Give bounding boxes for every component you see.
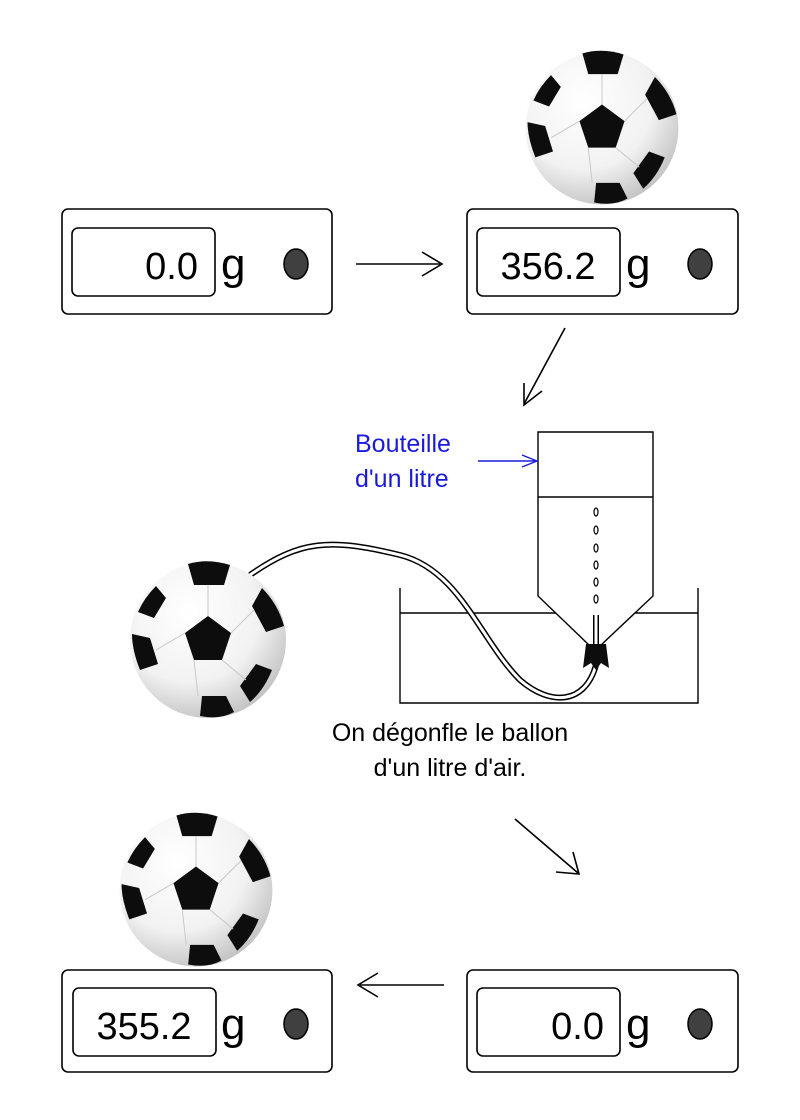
- soccer-ball-icon: [129, 560, 287, 719]
- power-button-icon: [687, 1008, 713, 1040]
- scale-reading: 0.0: [145, 246, 198, 288]
- air-bubbles: [593, 507, 599, 604]
- scale-unit: g: [626, 240, 650, 289]
- power-button-icon: [283, 248, 309, 280]
- scale-empty-top: 0.0 g: [61, 208, 333, 315]
- svg-text:Bouteille: Bouteille: [355, 430, 451, 458]
- soccer-ball-icon: [525, 50, 679, 205]
- scale-unit: g: [626, 1000, 650, 1049]
- arrow-left-icon: [356, 972, 444, 998]
- soccer-ball-icon: [119, 812, 273, 967]
- scale-unit: g: [221, 1000, 245, 1049]
- scale-deflated-ball: 355.2 g: [61, 969, 333, 1073]
- arrow-right-icon: [356, 251, 444, 277]
- tube: [248, 541, 599, 701]
- bottle: [537, 431, 654, 646]
- svg-text:On dégonfle le ballon: On dégonfle le ballon: [332, 719, 568, 747]
- scale-unit: g: [221, 240, 245, 289]
- scale-reading: 0.0: [551, 1006, 604, 1048]
- svg-text:d'un litre: d'un litre: [355, 465, 449, 493]
- scale-empty-bottom: 0.0 g: [466, 969, 739, 1073]
- scale-reading: 356.2: [500, 246, 595, 288]
- scale-with-ball: 356.2 g: [466, 208, 739, 315]
- arrow-down-right-icon: [514, 818, 581, 875]
- scale-reading: 355.2: [96, 1006, 191, 1048]
- caption: On dégonfle le ballon d'un litre d'air.: [332, 719, 568, 782]
- power-button-icon: [687, 248, 713, 280]
- bottle-label: Bouteille d'un litre: [355, 430, 539, 493]
- svg-text:d'un litre d'air.: d'un litre d'air.: [374, 754, 527, 782]
- power-button-icon: [283, 1008, 309, 1040]
- arrow-down-left-icon: [523, 327, 566, 407]
- stopper: [583, 644, 609, 670]
